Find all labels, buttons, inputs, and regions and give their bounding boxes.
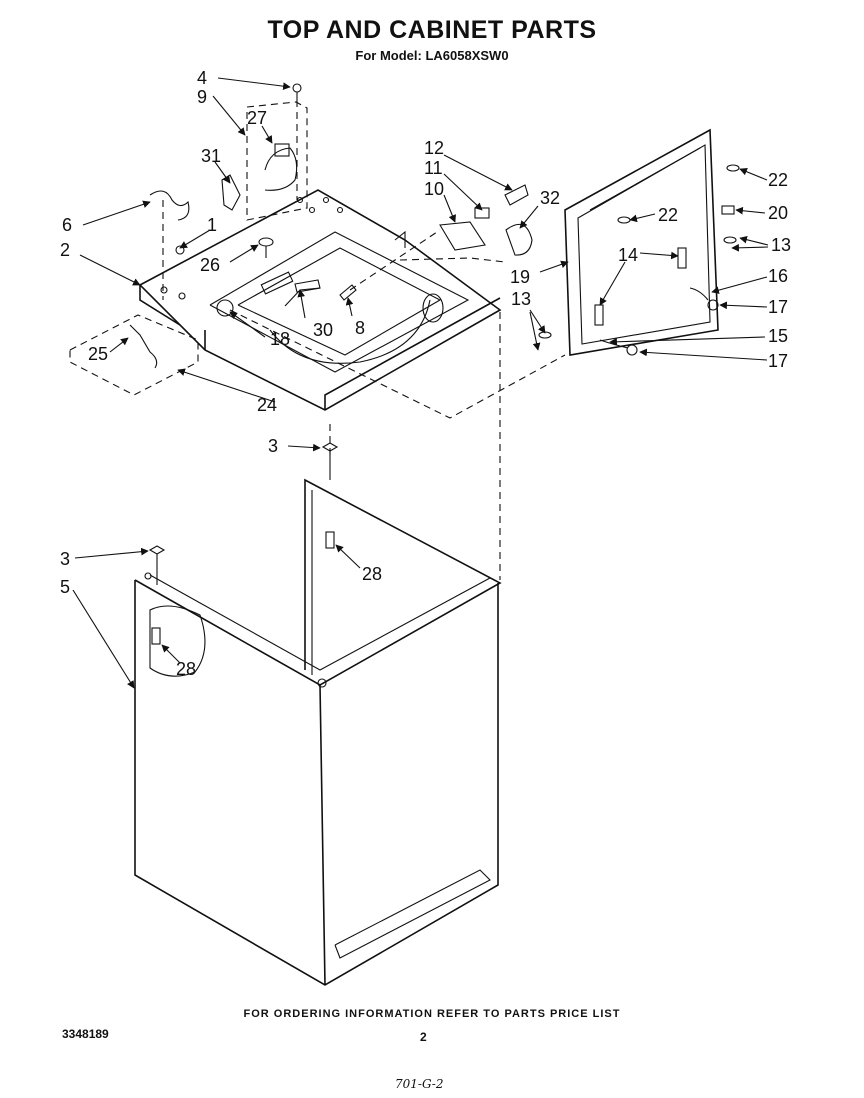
callout-30: 30 xyxy=(313,320,333,340)
callout-17-top: 17 xyxy=(768,297,788,317)
leader-lines xyxy=(72,77,769,689)
callout-22-lid: 22 xyxy=(658,205,678,225)
callout-28-right: 28 xyxy=(362,564,382,584)
washer-cabinet xyxy=(134,478,502,986)
callout-1: 1 xyxy=(207,215,217,235)
callout-10: 10 xyxy=(424,179,444,199)
dashed-group-outlines xyxy=(69,100,566,580)
callout-27: 27 xyxy=(247,108,267,128)
callout-4: 4 xyxy=(197,68,207,88)
small-hardware-parts xyxy=(129,83,740,645)
callout-13-left: 13 xyxy=(511,289,531,309)
model-subtitle: For Model: LA6058XSW0 xyxy=(355,48,509,63)
callout-3-top: 3 xyxy=(268,436,278,456)
callout-12: 12 xyxy=(424,138,444,158)
callout-24: 24 xyxy=(257,395,277,415)
document-number: 3348189 xyxy=(62,1027,109,1041)
callout-31: 31 xyxy=(201,146,221,166)
callout-16: 16 xyxy=(768,266,788,286)
callout-20: 20 xyxy=(768,203,788,223)
callout-9: 9 xyxy=(197,87,207,107)
callout-32: 32 xyxy=(540,188,560,208)
callout-5: 5 xyxy=(60,577,70,597)
callout-6: 6 xyxy=(62,215,72,235)
callout-17-bottom: 17 xyxy=(768,351,788,371)
page-number: 2 xyxy=(420,1030,427,1044)
callout-11: 11 xyxy=(424,158,443,178)
callout-26: 26 xyxy=(200,255,220,275)
page-title: TOP AND CABINET PARTS xyxy=(267,16,597,44)
callout-3-left: 3 xyxy=(60,549,70,569)
callout-28-left: 28 xyxy=(176,659,196,679)
callout-14: 14 xyxy=(618,245,638,265)
callout-22-top: 22 xyxy=(768,170,788,190)
callout-2: 2 xyxy=(60,240,70,260)
callout-19: 19 xyxy=(510,267,530,287)
callout-13-right: 13 xyxy=(771,235,791,255)
callout-18: 18 xyxy=(270,329,290,349)
callout-25: 25 xyxy=(88,344,108,364)
handwritten-note: 701-G-2 xyxy=(395,1077,444,1091)
callout-labels: 4 9 27 31 6 1 2 26 30 8 18 25 24 12 11 1… xyxy=(60,68,791,679)
washer-lid xyxy=(564,128,719,356)
callout-8: 8 xyxy=(355,318,365,338)
ordering-note: FOR ORDERING INFORMATION REFER TO PARTS … xyxy=(243,1008,621,1020)
washer-top-panel xyxy=(138,189,502,411)
callout-15: 15 xyxy=(768,326,788,346)
